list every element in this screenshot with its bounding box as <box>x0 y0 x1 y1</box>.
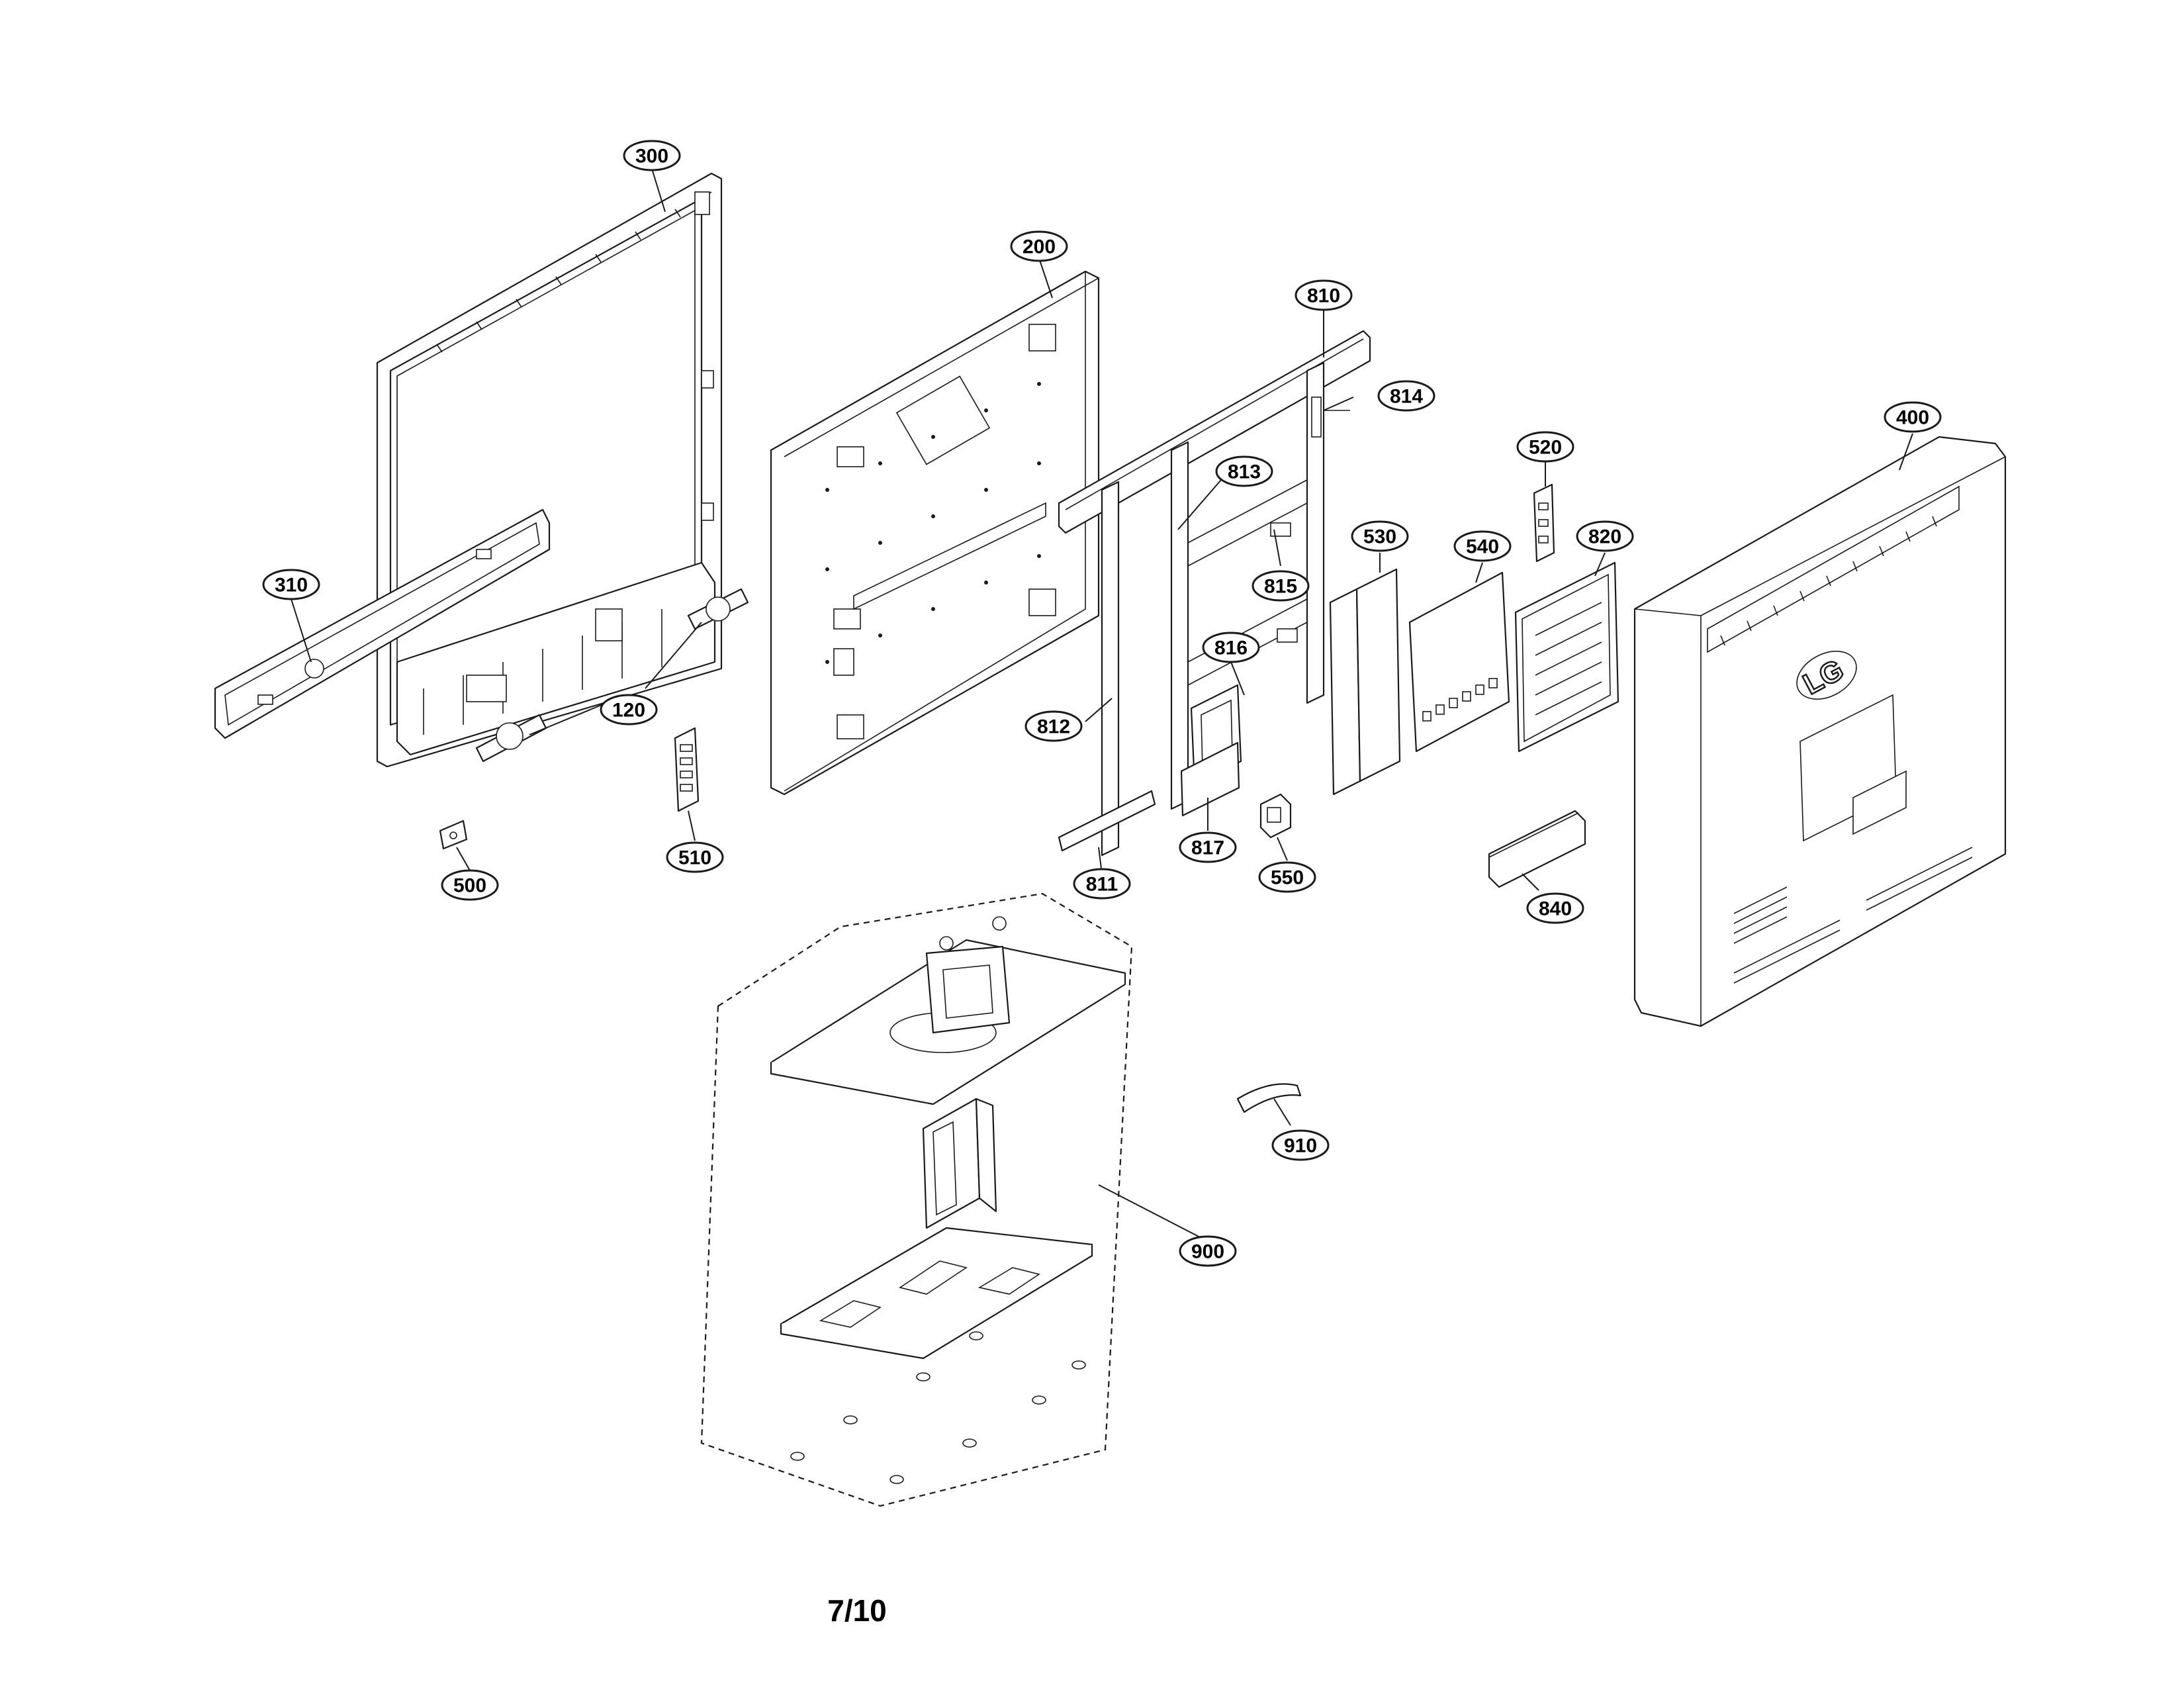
callout-300: 300 <box>623 140 681 171</box>
callout-811-label: 811 <box>1086 874 1118 896</box>
callout-120: 120 <box>600 694 658 726</box>
part-550-bracket <box>1259 793 1292 839</box>
callout-814: 814 <box>1377 380 1435 412</box>
callout-550-label: 550 <box>1271 867 1304 889</box>
callout-815: 815 <box>1251 570 1310 602</box>
callout-816: 816 <box>1202 632 1260 663</box>
callout-817-label: 817 <box>1191 837 1224 859</box>
part-500-small-board <box>439 820 468 850</box>
callout-815-label: 815 <box>1264 576 1297 598</box>
part-510-button-board <box>674 727 700 812</box>
callout-820: 820 <box>1576 520 1634 552</box>
callout-530: 530 <box>1351 520 1409 552</box>
callout-812-label: 812 <box>1037 716 1070 738</box>
callout-520: 520 <box>1516 431 1574 463</box>
page-number: 7/10 <box>827 1593 887 1628</box>
callout-540: 540 <box>1453 530 1512 562</box>
callout-400: 400 <box>1884 401 1942 433</box>
callout-540-label: 540 <box>1466 536 1499 558</box>
callout-500: 500 <box>441 869 499 901</box>
callout-910: 910 <box>1271 1129 1330 1161</box>
callout-200-label: 200 <box>1023 236 1056 258</box>
callout-310: 310 <box>262 569 320 600</box>
part-120-speakers <box>475 588 749 763</box>
leader-lines <box>291 168 1913 1239</box>
callout-812: 812 <box>1024 710 1083 742</box>
callout-840: 840 <box>1526 892 1584 924</box>
callout-550: 550 <box>1258 861 1316 893</box>
part-310-control-strip <box>214 508 551 739</box>
callout-810-label: 810 <box>1307 285 1340 307</box>
callout-200: 200 <box>1010 230 1068 262</box>
callout-520-label: 520 <box>1529 437 1562 459</box>
part-910-clip <box>1236 1083 1302 1113</box>
callout-500-label: 500 <box>453 875 486 897</box>
part-820-shield <box>1514 561 1619 753</box>
callout-813-label: 813 <box>1228 461 1261 483</box>
callout-300-label: 300 <box>635 146 668 167</box>
callout-400-label: 400 <box>1896 407 1929 429</box>
part-840-cover <box>1488 810 1586 888</box>
callout-510-label: 510 <box>678 847 711 869</box>
callout-814-label: 814 <box>1390 386 1423 408</box>
part-810-chassis-frame <box>1058 330 1371 857</box>
part-300-front-bezel <box>376 172 723 768</box>
callout-910-label: 910 <box>1284 1135 1317 1157</box>
callout-900: 900 <box>1179 1235 1237 1267</box>
callout-810: 810 <box>1295 279 1353 311</box>
callout-310-label: 310 <box>275 575 308 596</box>
callout-120-label: 120 <box>612 700 645 722</box>
callout-840-label: 840 <box>1539 898 1572 920</box>
part-530-board <box>1329 568 1401 796</box>
part-200-lcd-panel <box>770 270 1100 796</box>
callout-811: 811 <box>1073 868 1131 900</box>
part-900-stand-assembly <box>700 892 1133 1507</box>
part-540-main-board <box>1408 571 1510 753</box>
callout-530-label: 530 <box>1363 526 1396 548</box>
part-400-rear-cover: LG <box>1633 436 2007 1027</box>
callout-817: 817 <box>1179 831 1237 863</box>
callouts: 300 200 810 814 813 520 400 310 530 540 … <box>262 140 1942 1267</box>
part-520-side-board <box>1533 483 1555 563</box>
callout-813: 813 <box>1215 455 1273 487</box>
callout-510: 510 <box>666 841 724 873</box>
callout-900-label: 900 <box>1191 1241 1224 1263</box>
callout-816-label: 816 <box>1214 637 1248 659</box>
callout-820-label: 820 <box>1588 526 1621 548</box>
